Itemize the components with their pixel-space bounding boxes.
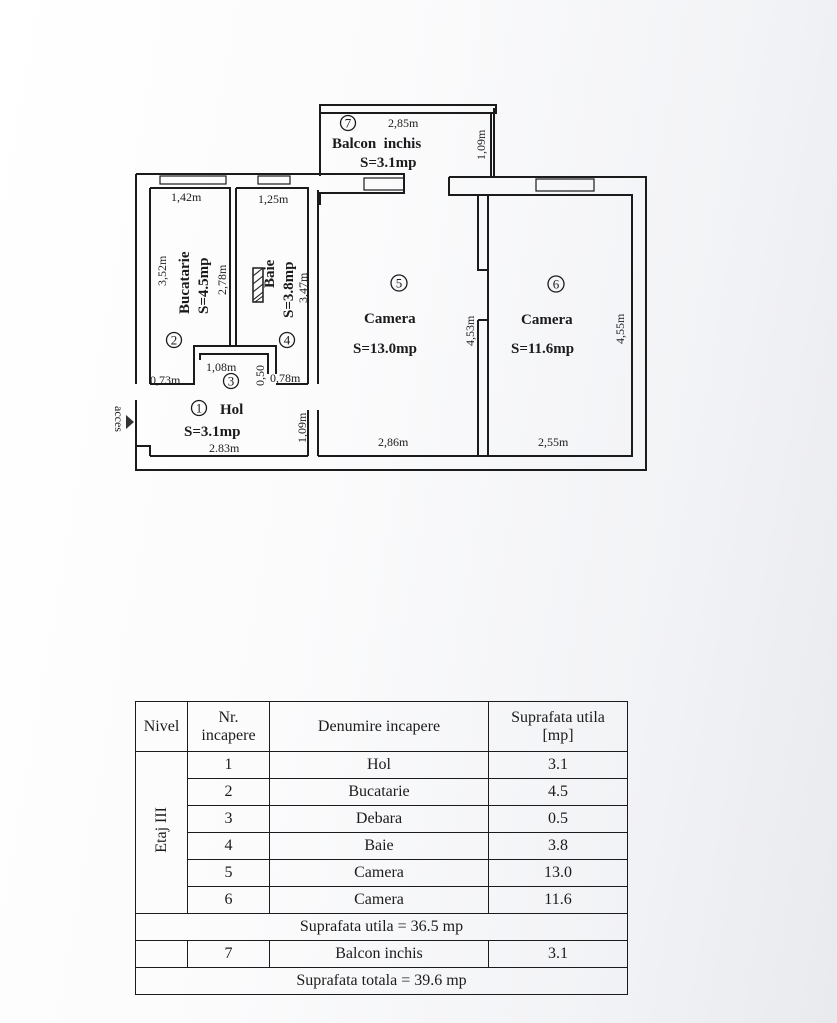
room-5-marker [390,274,408,292]
bath-shaft-hatch [252,267,264,303]
row-area: 0.5 [488,805,628,833]
room-5-width-dim: 2,86m [378,435,409,449]
bath-length-dim: 3,47m [296,272,310,303]
balcony-walls [319,104,497,176]
room-2-number: 2 [171,333,178,348]
balcony-width-dim: 2,85m [388,116,419,130]
room-7-number: 7 [345,116,352,131]
subtotal-text: Suprafata utila = 36.5 mp [135,913,628,941]
windows [159,175,595,192]
table-row: 5 Camera 13.0 [136,859,628,887]
row-area: 4.5 [488,778,628,806]
row-name: Debara [269,805,489,833]
row-name: Hol [269,751,489,779]
room-7-area: S=3.1mp [360,155,416,171]
left-dim-073: 0,73m [150,373,181,387]
kitchen-width-dim: 1,42m [171,190,202,204]
room-4-marker [278,331,296,349]
row-name: Baie [269,832,489,860]
room-5-number: 5 [396,276,403,291]
table-row: Etaj III 1 Hol 3.1 [135,751,628,914]
outer-walls [135,173,647,471]
kitchen-length-dim: 3,52m [155,255,169,286]
total-text: Suprafata totala = 39.6 mp [135,967,628,995]
table-row: 3 Debara 0.5 [136,805,628,833]
room-5-area: S=13.0mp [353,341,417,357]
row-area: 3.1 [488,751,628,779]
row-nr: 5 [187,859,270,887]
table-row: 4 Baie 3.8 [136,832,628,860]
room-4-name: Baie [262,259,278,288]
room-6-marker [547,275,565,293]
row-name: Bucatarie [269,778,489,806]
room-1-area: S=3.1mp [184,424,240,440]
table-row: 2 Bucatarie 4.5 [136,778,628,806]
row-nr: 1 [187,751,270,779]
access-arrow-icon [126,415,134,429]
right-dim-078: 0,78m [270,371,301,385]
room-2-area: S=4.5mp [196,258,212,314]
total-row: Suprafata totala = 39.6 mp [135,967,628,995]
row-name: Balcon inchis [269,940,489,968]
room-2-marker [165,331,183,349]
balcony-depth-dim: 1,09m [474,129,488,160]
row-area: 3.1 [488,940,628,968]
row-area: 13.0 [488,859,628,887]
room-areas-table: Nivel Nr. incapere Denumire incapere Sup… [135,701,628,995]
hall-width-dim: 2.83m [209,441,240,455]
room-6-name: Camera [521,312,573,328]
room-5-length-dim: 4,53m [463,315,477,346]
row-nr: 6 [187,886,270,914]
row-nr: 7 [187,940,270,968]
room-3-marker [222,372,240,390]
kitchen-length2-dim: 2,78m [215,264,229,295]
room-4-area: S=3.8mp [281,262,297,318]
storage-width-dim: 1,08m [206,360,237,374]
row-area: 3.8 [488,832,628,860]
row-nr: 4 [187,832,270,860]
bath-width-dim: 1,25m [258,192,289,206]
room-7-name: Balcon inchis [332,136,421,152]
room-6-number: 6 [553,277,560,292]
room-3-number: 3 [228,374,235,389]
room-1-marker [190,399,208,417]
level-cell: Etaj III [135,751,188,914]
access-label: acces [112,406,126,432]
room-7-marker [339,114,357,132]
header-nr: Nr. incapere [187,701,270,752]
room-2-name: Bucatarie [177,251,193,314]
header-suprafata: Suprafata utila [mp] [488,701,628,752]
table-row: 6 Camera 11.6 [136,886,628,914]
subtotal-row: Suprafata utila = 36.5 mp [135,913,628,941]
room-1-number: 1 [196,401,203,416]
room-6-width-dim: 2,55m [538,435,569,449]
header-denumire: Denumire incapere [269,701,489,752]
interior-walls [150,187,488,457]
balcony-level-cell [135,940,188,968]
room-5-name: Camera [364,311,416,327]
storage-depth-dim: 0,50 [253,365,267,386]
row-nr: 2 [187,778,270,806]
room-6-length-dim: 4,55m [613,313,627,344]
header-nivel: Nivel [135,701,188,752]
floor-plan: acces 7 2,85m 1,09m Balcon inchis S=3.1m… [112,104,647,471]
room-6-area: S=11.6mp [511,341,574,357]
row-area: 11.6 [488,886,628,914]
hall-depth-dim: 1,09m [295,412,309,443]
table-header-row: Nivel Nr. incapere Denumire incapere Sup… [135,701,628,752]
row-name: Camera [269,859,489,887]
balcony-row: 7 Balcon inchis 3.1 [135,940,628,968]
room-1-name: Hol [220,402,243,418]
row-name: Camera [269,886,489,914]
level-label: Etaj III [152,807,170,853]
row-nr: 3 [187,805,270,833]
room-4-number: 4 [284,333,291,348]
